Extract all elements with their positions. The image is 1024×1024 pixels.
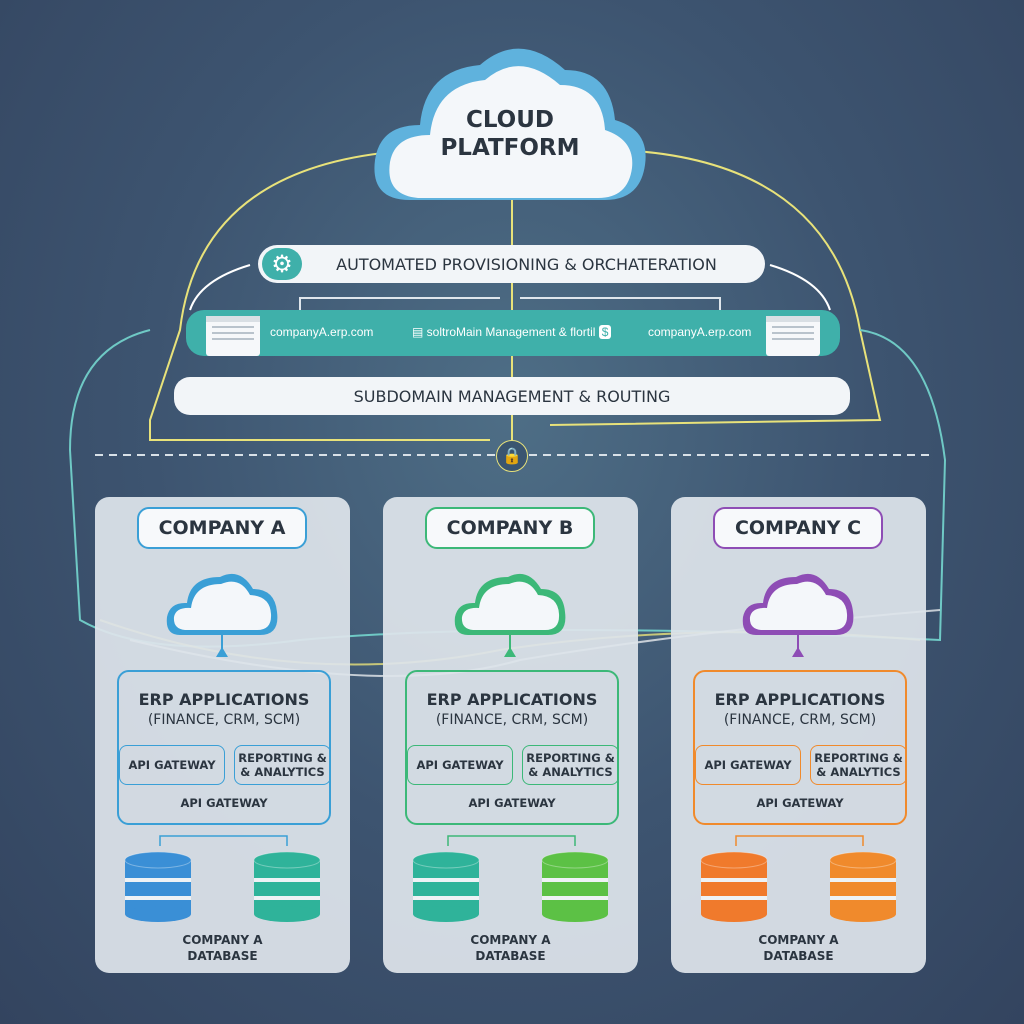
sync-arrow bbox=[735, 835, 864, 846]
dollar-icon: $ bbox=[598, 325, 612, 339]
routing-center: ▤ soltroMain Management & flortil $ bbox=[412, 325, 612, 339]
reporting-analytics-box: REPORTING & & ANALYTICS bbox=[234, 745, 331, 785]
database-label-line1: COMPANY A bbox=[758, 933, 839, 947]
company-panel: COMPANY A ERP APPLICATIONS (FINANCE, CRM… bbox=[95, 497, 350, 973]
left-domain: companyA.erp.com bbox=[270, 325, 374, 339]
database-label-line1: COMPANY A bbox=[182, 933, 263, 947]
provisioning-bar: ⚙ AUTOMATED PROVISIONING & ORCHATERATION bbox=[258, 245, 765, 283]
browser-window-icon bbox=[206, 316, 260, 356]
database-label-line2: DATABASE bbox=[475, 949, 546, 963]
server-icon: ▤ bbox=[412, 325, 427, 339]
api-gateway-label: API GATEWAY bbox=[468, 796, 556, 810]
cloud-icon bbox=[742, 573, 854, 657]
right-domain: companyA.erp.com bbox=[648, 325, 752, 339]
api-gateway-box: API GATEWAY bbox=[119, 745, 225, 785]
company-panel: COMPANY B ERP APPLICATIONS (FINANCE, CRM… bbox=[383, 497, 638, 973]
database-icon bbox=[542, 852, 608, 922]
database-label-line2: DATABASE bbox=[187, 949, 258, 963]
database-label: COMPANY A DATABASE bbox=[383, 932, 638, 964]
api-gateway-label: API GATEWAY bbox=[180, 796, 268, 810]
browser-window-icon bbox=[766, 316, 820, 356]
cloud-platform bbox=[370, 30, 650, 205]
sync-arrow bbox=[159, 835, 288, 846]
erp-subtitle: (FINANCE, CRM, SCM) bbox=[147, 712, 301, 728]
company-panel: COMPANY C ERP APPLICATIONS (FINANCE, CRM… bbox=[671, 497, 926, 973]
database-icon bbox=[125, 852, 191, 922]
subdomain-label: SUBDOMAIN MANAGEMENT & ROUTING bbox=[353, 386, 671, 406]
reporting-analytics-box: REPORTING & & ANALYTICS bbox=[810, 745, 907, 785]
erp-subtitle: (FINANCE, CRM, SCM) bbox=[435, 712, 589, 728]
api-gateway-box: API GATEWAY bbox=[407, 745, 513, 785]
cloud-icon bbox=[166, 573, 278, 657]
company-name: COMPANY A bbox=[137, 507, 307, 549]
erp-title: ERP APPLICATIONS bbox=[138, 690, 310, 709]
cloud-title-line2: PLATFORM bbox=[440, 135, 580, 161]
company-name: COMPANY C bbox=[713, 507, 883, 549]
database-icon bbox=[254, 852, 320, 922]
erp-applications-box: ERP APPLICATIONS (FINANCE, CRM, SCM) API… bbox=[405, 670, 619, 825]
database-label: COMPANY A DATABASE bbox=[95, 932, 350, 964]
reporting-analytics-box: REPORTING & & ANALYTICS bbox=[522, 745, 619, 785]
database-icon bbox=[413, 852, 479, 922]
erp-applications-box: ERP APPLICATIONS (FINANCE, CRM, SCM) API… bbox=[117, 670, 331, 825]
lock-icon: 🔒 bbox=[496, 440, 528, 472]
api-gateway-label: API GATEWAY bbox=[756, 796, 844, 810]
gear-icon: ⚙ bbox=[262, 248, 302, 280]
subdomain-bar: SUBDOMAIN MANAGEMENT & ROUTING bbox=[174, 377, 850, 415]
cloud-title-line1: CLOUD bbox=[465, 107, 555, 133]
routing-bar: companyA.erp.com ▤ soltroMain Management… bbox=[186, 310, 840, 356]
provisioning-label: AUTOMATED PROVISIONING & ORCHATERATION bbox=[336, 254, 717, 274]
erp-subtitle: (FINANCE, CRM, SCM) bbox=[723, 712, 877, 728]
database-icon bbox=[830, 852, 896, 922]
cloud-icon bbox=[374, 48, 646, 201]
erp-title: ERP APPLICATIONS bbox=[714, 690, 886, 709]
database-label: COMPANY A DATABASE bbox=[671, 932, 926, 964]
database-label-line1: COMPANY A bbox=[470, 933, 551, 947]
cloud-icon bbox=[454, 573, 566, 657]
erp-applications-box: ERP APPLICATIONS (FINANCE, CRM, SCM) API… bbox=[693, 670, 907, 825]
routing-center-label: soltroMain Management & flortil bbox=[426, 325, 596, 339]
company-name: COMPANY B bbox=[425, 507, 595, 549]
sync-arrow bbox=[447, 835, 576, 846]
erp-title: ERP APPLICATIONS bbox=[426, 690, 598, 709]
database-icon bbox=[701, 852, 767, 922]
api-gateway-box: API GATEWAY bbox=[695, 745, 801, 785]
database-label-line2: DATABASE bbox=[763, 949, 834, 963]
